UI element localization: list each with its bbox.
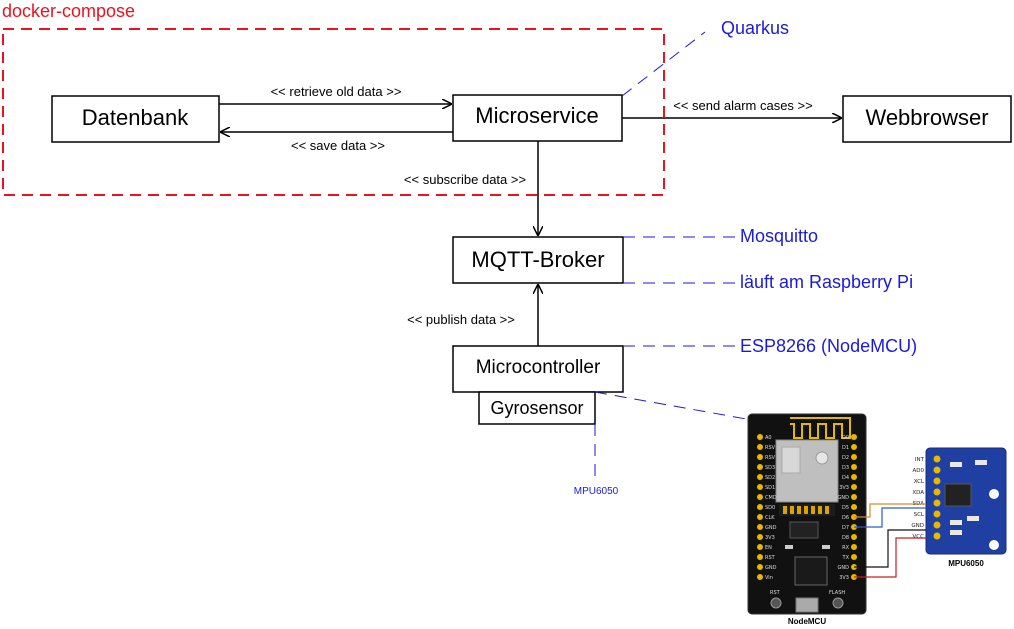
gyrosensor-label: Gyrosensor: [490, 398, 583, 418]
webbrowser-node: Webbrowser: [842, 95, 1012, 143]
esp-note: ESP8266 (NodeMCU): [740, 336, 917, 356]
nodemcu-pin-rst: RST: [765, 555, 776, 561]
nodemcu-pin-rsv: RSV: [765, 455, 776, 461]
nodemcu-pin-d4: D4: [842, 475, 849, 481]
mosquitto-note: Mosquitto: [740, 226, 818, 246]
nodemcu-pin-vin: Vin: [765, 575, 773, 581]
nodemcu-caption: NodeMCU: [788, 617, 826, 626]
mpu-note: MPU6050: [574, 486, 619, 497]
microservice-node: Microservice: [452, 94, 623, 142]
nodemcu-pin-d1: D1: [842, 445, 849, 451]
nodemcu-pin-a0: A0: [765, 435, 772, 441]
quarkus-note: Quarkus: [721, 18, 789, 38]
retrieve-label: << retrieve old data >>: [271, 84, 402, 99]
gyrosensor-node: Gyrosensor: [478, 391, 596, 425]
nodemcu-pin-clk: CLK: [765, 515, 775, 521]
microcontroller-label: Microcontroller: [476, 357, 601, 378]
mpu6050-caption: MPU6050: [948, 559, 984, 568]
docker-compose-label: docker-compose: [2, 1, 135, 21]
mpu-pin-gnd: GND: [911, 523, 924, 529]
nodemcu-pin-gnd: GND: [765, 525, 777, 531]
nodemcu-pin-gnd: GND: [838, 495, 850, 501]
raspberry-note: läuft am Raspberry Pi: [740, 272, 913, 292]
nodemcu-pin-rsv: RSV: [765, 445, 776, 451]
nodemcu-pin-3v3: 3V3: [839, 575, 849, 581]
flash-label: FLASH: [829, 590, 845, 596]
database-label: Datenbank: [82, 105, 189, 130]
mpu-pin-vcc: VCC: [913, 534, 925, 540]
nodemcu-pin-gnd: GND: [765, 565, 777, 571]
nodemcu-pin-d3: D3: [842, 465, 849, 471]
nodemcu-pin-d2: D2: [842, 455, 849, 461]
alarm-label: << send alarm cases >>: [673, 98, 812, 113]
nodemcu-pin-d8: D8: [842, 535, 849, 541]
nodemcu-pin-d7: D7: [842, 525, 849, 531]
microcontroller-node: Microcontroller: [452, 345, 624, 393]
mpu-pin-int: INT: [915, 457, 925, 463]
subscribe-label: << subscribe data >>: [404, 172, 526, 187]
mpu-pin-ad0: AD0: [913, 468, 925, 474]
microservice-label: Microservice: [475, 103, 598, 128]
database-node: Datenbank: [51, 95, 220, 143]
nodemcu-pin-cmd: CMD: [765, 495, 777, 501]
board-wiring: [854, 503, 926, 578]
nodemcu-pin-sd0: SD0: [765, 505, 775, 511]
nodemcu-pin-3v3: 3V3: [839, 485, 849, 491]
nodemcu-pin-d0: D0: [842, 435, 849, 441]
nodemcu-pin-en: EN: [765, 545, 772, 551]
nodemcu-pin-rx: RX: [842, 545, 849, 551]
nodemcu-pin-sd3: SD3: [765, 465, 775, 471]
mqtt-broker-node: MQTT-Broker: [452, 236, 624, 284]
nodemcu-pin-gnd: GND: [838, 565, 850, 571]
docker-compose-boundary: [2, 28, 665, 196]
nodemcu-pin-sd1: SD1: [765, 485, 775, 491]
nodemcu-pin-d5: D5: [842, 505, 849, 511]
nodemcu-pin-d6: D6: [842, 515, 849, 521]
nodemcu-pin-3v3: 3V3: [765, 535, 775, 541]
nodemcu-pin-tx: TX: [842, 555, 850, 561]
publish-label: << publish data >>: [407, 312, 515, 327]
mpu-pin-scl: SCL: [914, 512, 925, 518]
save-label: << save data >>: [291, 138, 385, 153]
nodemcu-pin-sd2: SD2: [765, 475, 775, 481]
webbrowser-label: Webbrowser: [865, 105, 988, 130]
mpu-pin-xcl: XCL: [914, 479, 925, 485]
mpu-pin-xda: XDA: [912, 490, 924, 496]
mqtt-broker-label: MQTT-Broker: [471, 247, 604, 272]
rst-label: RST: [770, 590, 781, 596]
annotation-leaders: [594, 31, 753, 482]
